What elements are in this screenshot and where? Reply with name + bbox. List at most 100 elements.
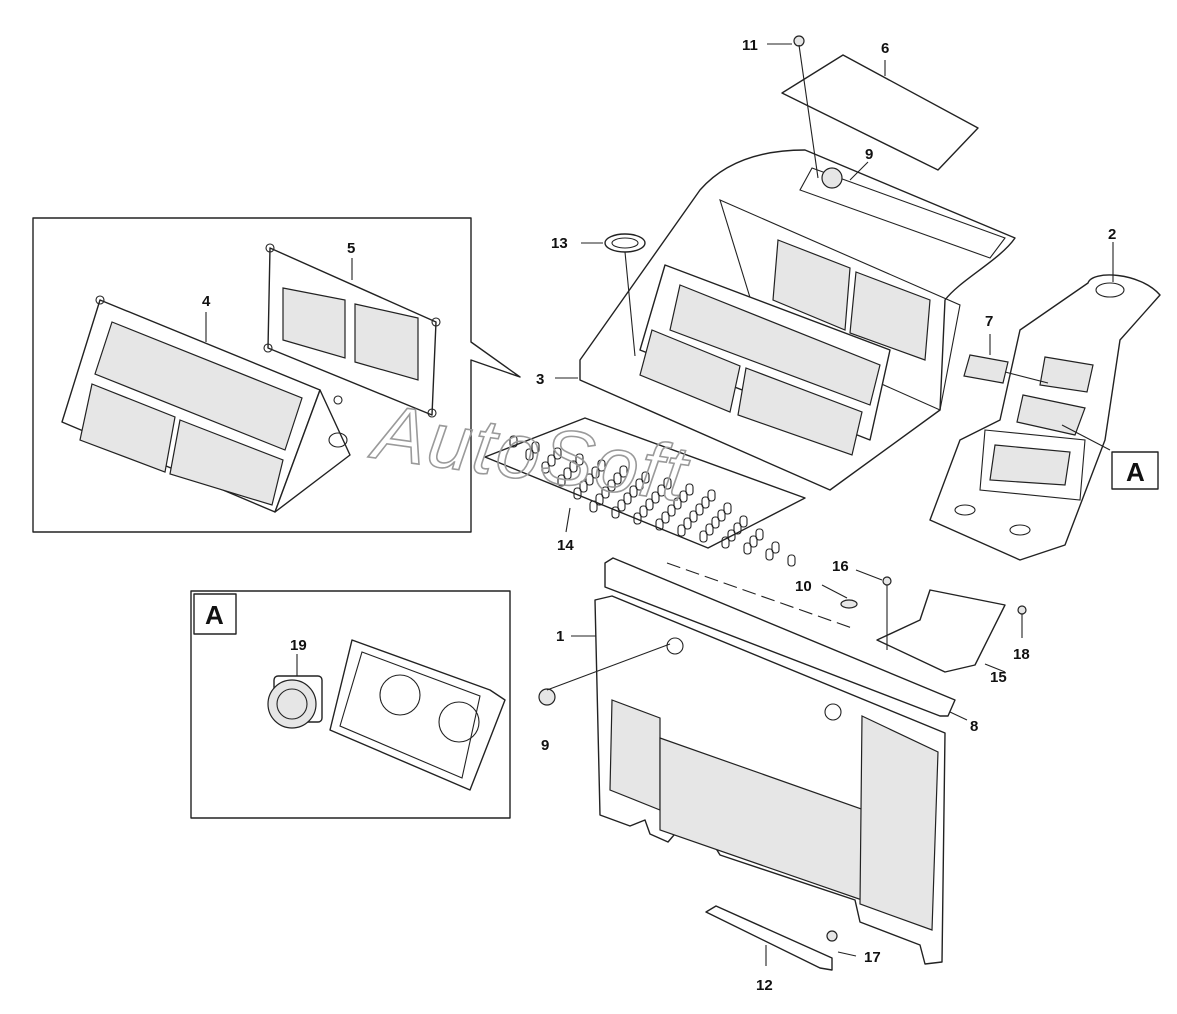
mat-slot [525,448,534,461]
mat-slot [749,535,758,548]
callout-9-top: 9 [865,146,873,163]
callout-labels: 11 6 9 2 13 5 4 7 3 14 16 10 1 19 18 15 … [202,37,1116,994]
callout-16: 16 [832,558,849,575]
inset-box-4-5 [32,217,521,533]
mat-slot [575,453,584,466]
mat-slot [597,459,606,472]
mat-slot [701,496,710,509]
mat-slot [657,484,666,497]
mat-slot [613,472,622,485]
mat-slot [765,548,774,561]
mat-slot [721,536,730,549]
mat-slot [579,480,588,493]
part-14-mat [484,417,806,567]
mat-slot [601,486,610,499]
part-7-label [963,354,1009,384]
part-4-hood [61,295,351,513]
callout-1: 1 [556,628,564,645]
part-5-frame [263,243,441,418]
detail-a-box-label: A [205,600,224,630]
mat-slot [617,499,626,512]
mat-slot [585,473,594,486]
mat-slot [547,454,556,467]
part-6-cover [781,54,979,171]
mat-slot [641,471,650,484]
mat-slot [705,523,714,536]
callout-4: 4 [202,293,211,310]
callout-14: 14 [557,537,574,554]
callout-18: 18 [1013,646,1030,663]
detail-a-ref-box [1111,451,1159,490]
part-19-connector [267,675,323,729]
mat-slot [591,466,600,479]
mat-slot [717,509,726,522]
part-15-bracket [876,589,1006,673]
mat-slot [509,435,518,448]
detail-a-box [190,590,511,819]
mat-slot [611,506,620,519]
callout-7: 7 [985,313,993,330]
mat-slot [623,492,632,505]
mat-slot [787,554,796,567]
mat-slot [685,483,694,496]
mat-slot [667,504,676,517]
mat-slot [677,524,686,537]
mat-slot [569,460,578,473]
part-12-strip [705,905,833,971]
mat-slot [651,491,660,504]
mat-slot [733,522,742,535]
callout-13: 13 [551,235,568,252]
mat-slot [699,530,708,543]
mat-slot [595,493,604,506]
mat-slot [531,441,540,454]
mat-slot [607,479,616,492]
mat-slot [711,516,720,529]
mat-slot [743,542,752,555]
mat-slot [683,517,692,530]
mat-slot [541,461,550,474]
callout-12: 12 [756,977,773,994]
detail-a-ref-label: A [1126,457,1145,487]
callout-17: 17 [864,949,881,966]
dashed-strip [666,562,853,629]
fasteners [538,35,1027,942]
mat-slot [707,489,716,502]
callout-11: 11 [742,37,758,54]
mat-slot [645,498,654,511]
callout-9-left: 9 [541,737,549,754]
callout-8: 8 [970,718,978,735]
mat-slot [563,467,572,480]
part-8-rail [604,557,956,717]
mat-slot [635,478,644,491]
mat-slot [557,474,566,487]
mat-slot [553,447,562,460]
mat-slot [755,528,764,541]
callout-5: 5 [347,240,355,257]
mat-slot [727,529,736,542]
mat-slot [573,487,582,500]
mat-slot [629,485,638,498]
mat-slot [655,518,664,531]
mat-slot [661,511,670,524]
part-13-ring [604,233,646,253]
mat-slot [673,497,682,510]
part-1-panel [594,595,946,965]
callout-19: 19 [290,637,307,654]
mat-slot [689,510,698,523]
mat-slot [723,502,732,515]
leader-lines [205,43,1114,966]
mat-slot [633,512,642,525]
mat-slot [679,490,688,503]
mat-slot [619,465,628,478]
mat-slot [771,541,780,554]
mat-slot [739,515,748,528]
mat-slot [663,477,672,490]
part-3-console [579,149,1016,491]
mat-slot [695,503,704,516]
callout-6: 6 [881,40,889,57]
callout-15: 15 [990,669,1007,686]
callout-3: 3 [536,371,544,388]
mat-slot [589,500,598,513]
mat-slot [639,505,648,518]
